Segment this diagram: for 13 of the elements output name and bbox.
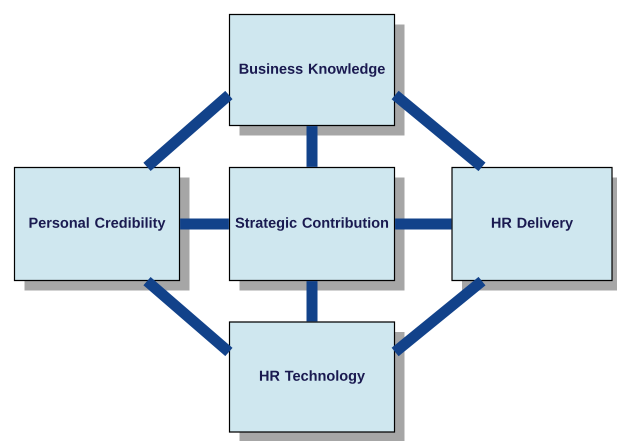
connector-line: [306, 126, 318, 167]
connector-line: [180, 218, 229, 230]
process-box: HR Technology: [228, 321, 404, 441]
connector-line: [143, 276, 232, 356]
process-box: Strategic Contribution: [228, 166, 404, 290]
connector-line: [143, 90, 233, 172]
connector-line: [392, 90, 486, 172]
connector-line: [395, 218, 452, 230]
process-box: Business Knowledge: [228, 14, 404, 136]
process-box: HR Delivery: [451, 166, 617, 290]
connector-line: [306, 281, 318, 322]
process-box: Personal Credibility: [14, 166, 190, 290]
connector-line: [392, 276, 486, 356]
